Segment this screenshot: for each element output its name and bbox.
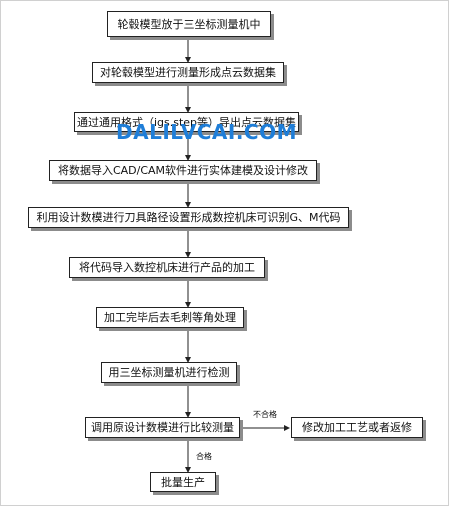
label-pass: 合格: [196, 452, 212, 461]
step-4-box: 将数据导入CAD/CAM软件进行实体建模及设计修改: [49, 160, 317, 181]
step-5-text: 利用设计数模进行刀具路径设置形成数控机床可识别G、M代码: [36, 211, 341, 224]
side-step-text: 修改加工工艺或者返修: [302, 421, 412, 434]
step-6-box: 将代码导入数控机床进行产品的加工: [69, 257, 265, 278]
step-5-box: 利用设计数模进行刀具路径设置形成数控机床可识别G、M代码: [28, 207, 349, 228]
step-7-box: 加工完毕后去毛刺等角处理: [96, 307, 244, 328]
step-1-box: 轮毂模型放于三坐标测量机中: [107, 11, 271, 37]
step-4-text: 将数据导入CAD/CAM软件进行实体建模及设计修改: [57, 164, 309, 177]
step-2-box: 对轮毂模型进行测量形成点云数据集: [92, 62, 284, 83]
step-9-text: 调用原设计数模进行比较测量: [91, 421, 234, 434]
step-8-text: 用三坐标测量机进行检测: [108, 366, 230, 379]
side-step-box: 修改加工工艺或者返修: [291, 417, 423, 438]
step-10-box: 批量生产: [150, 472, 216, 492]
step-3-box: 通过通用格式（igs.step等）导出点云数据集: [74, 112, 299, 132]
step-9-box: 调用原设计数模进行比较测量: [85, 417, 240, 438]
step-6-text: 将代码导入数控机床进行产品的加工: [79, 261, 255, 274]
step-8-box: 用三坐标测量机进行检测: [101, 362, 237, 383]
step-2-text: 对轮毂模型进行测量形成点云数据集: [100, 66, 276, 79]
label-fail: 不合格: [253, 410, 277, 419]
watermark-logo: DALILVCAI.COM: [116, 120, 298, 144]
step-1-text: 轮毂模型放于三坐标测量机中: [117, 17, 261, 31]
step-3-text: 通过通用格式（igs.step等）导出点云数据集: [76, 115, 297, 129]
step-10-text: 批量生产: [161, 475, 205, 489]
step-7-text: 加工完毕后去毛刺等角处理: [104, 311, 236, 324]
